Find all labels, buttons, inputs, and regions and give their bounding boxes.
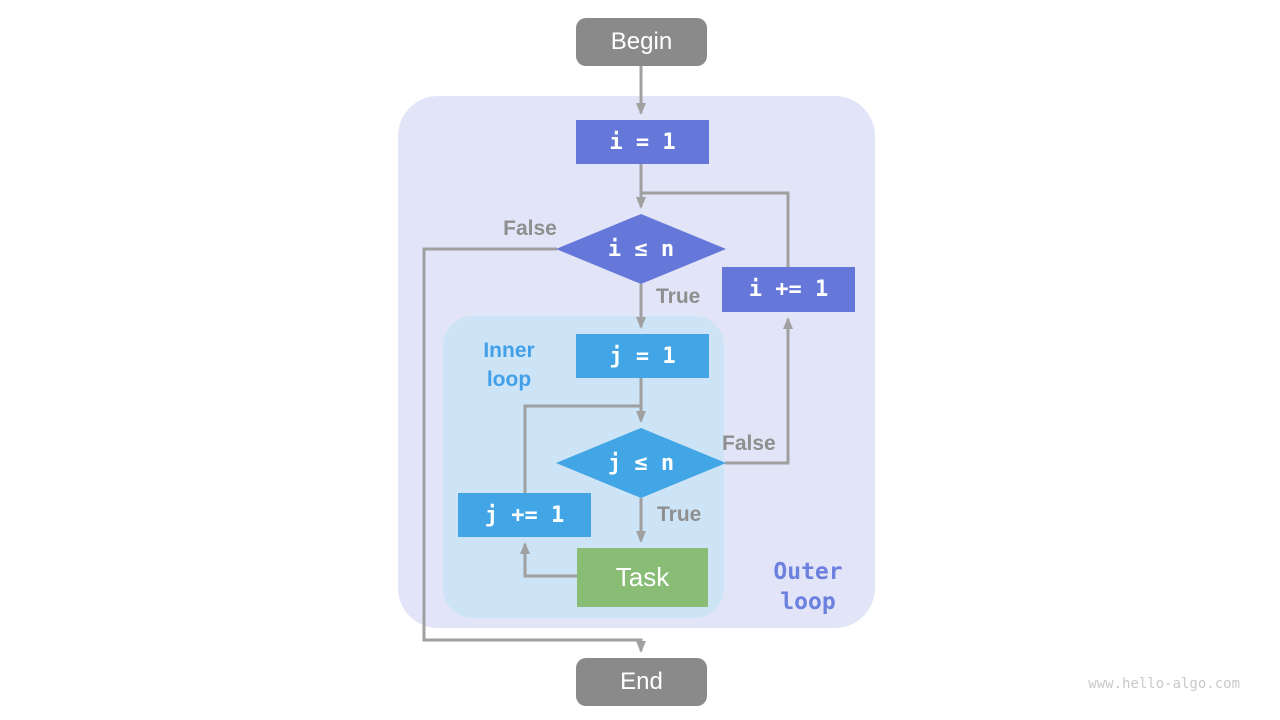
label-outer-loop-line2: loop — [780, 589, 836, 615]
label-outer-loop-line1: Outer — [773, 559, 843, 585]
label-inner-false: False — [722, 432, 776, 455]
label-outer-loop: Outer loop — [748, 557, 868, 617]
label-outer-false: False — [503, 217, 557, 240]
node-incr-i: i += 1 — [722, 267, 855, 312]
watermark: www.hello-algo.com — [1088, 676, 1240, 692]
node-begin: Begin — [576, 18, 707, 66]
label-outer-true: True — [656, 285, 701, 308]
node-init-j: j = 1 — [576, 334, 709, 378]
label-inner-loop-line1: Inner — [483, 339, 535, 362]
label-inner-loop: Inner loop — [459, 336, 559, 394]
label-inner-true: True — [657, 503, 702, 526]
node-end: End — [576, 658, 707, 706]
node-init-i: i = 1 — [576, 120, 709, 164]
node-task: Task — [577, 548, 708, 607]
node-incr-j: j += 1 — [458, 493, 591, 537]
label-inner-loop-line2: loop — [486, 368, 532, 391]
